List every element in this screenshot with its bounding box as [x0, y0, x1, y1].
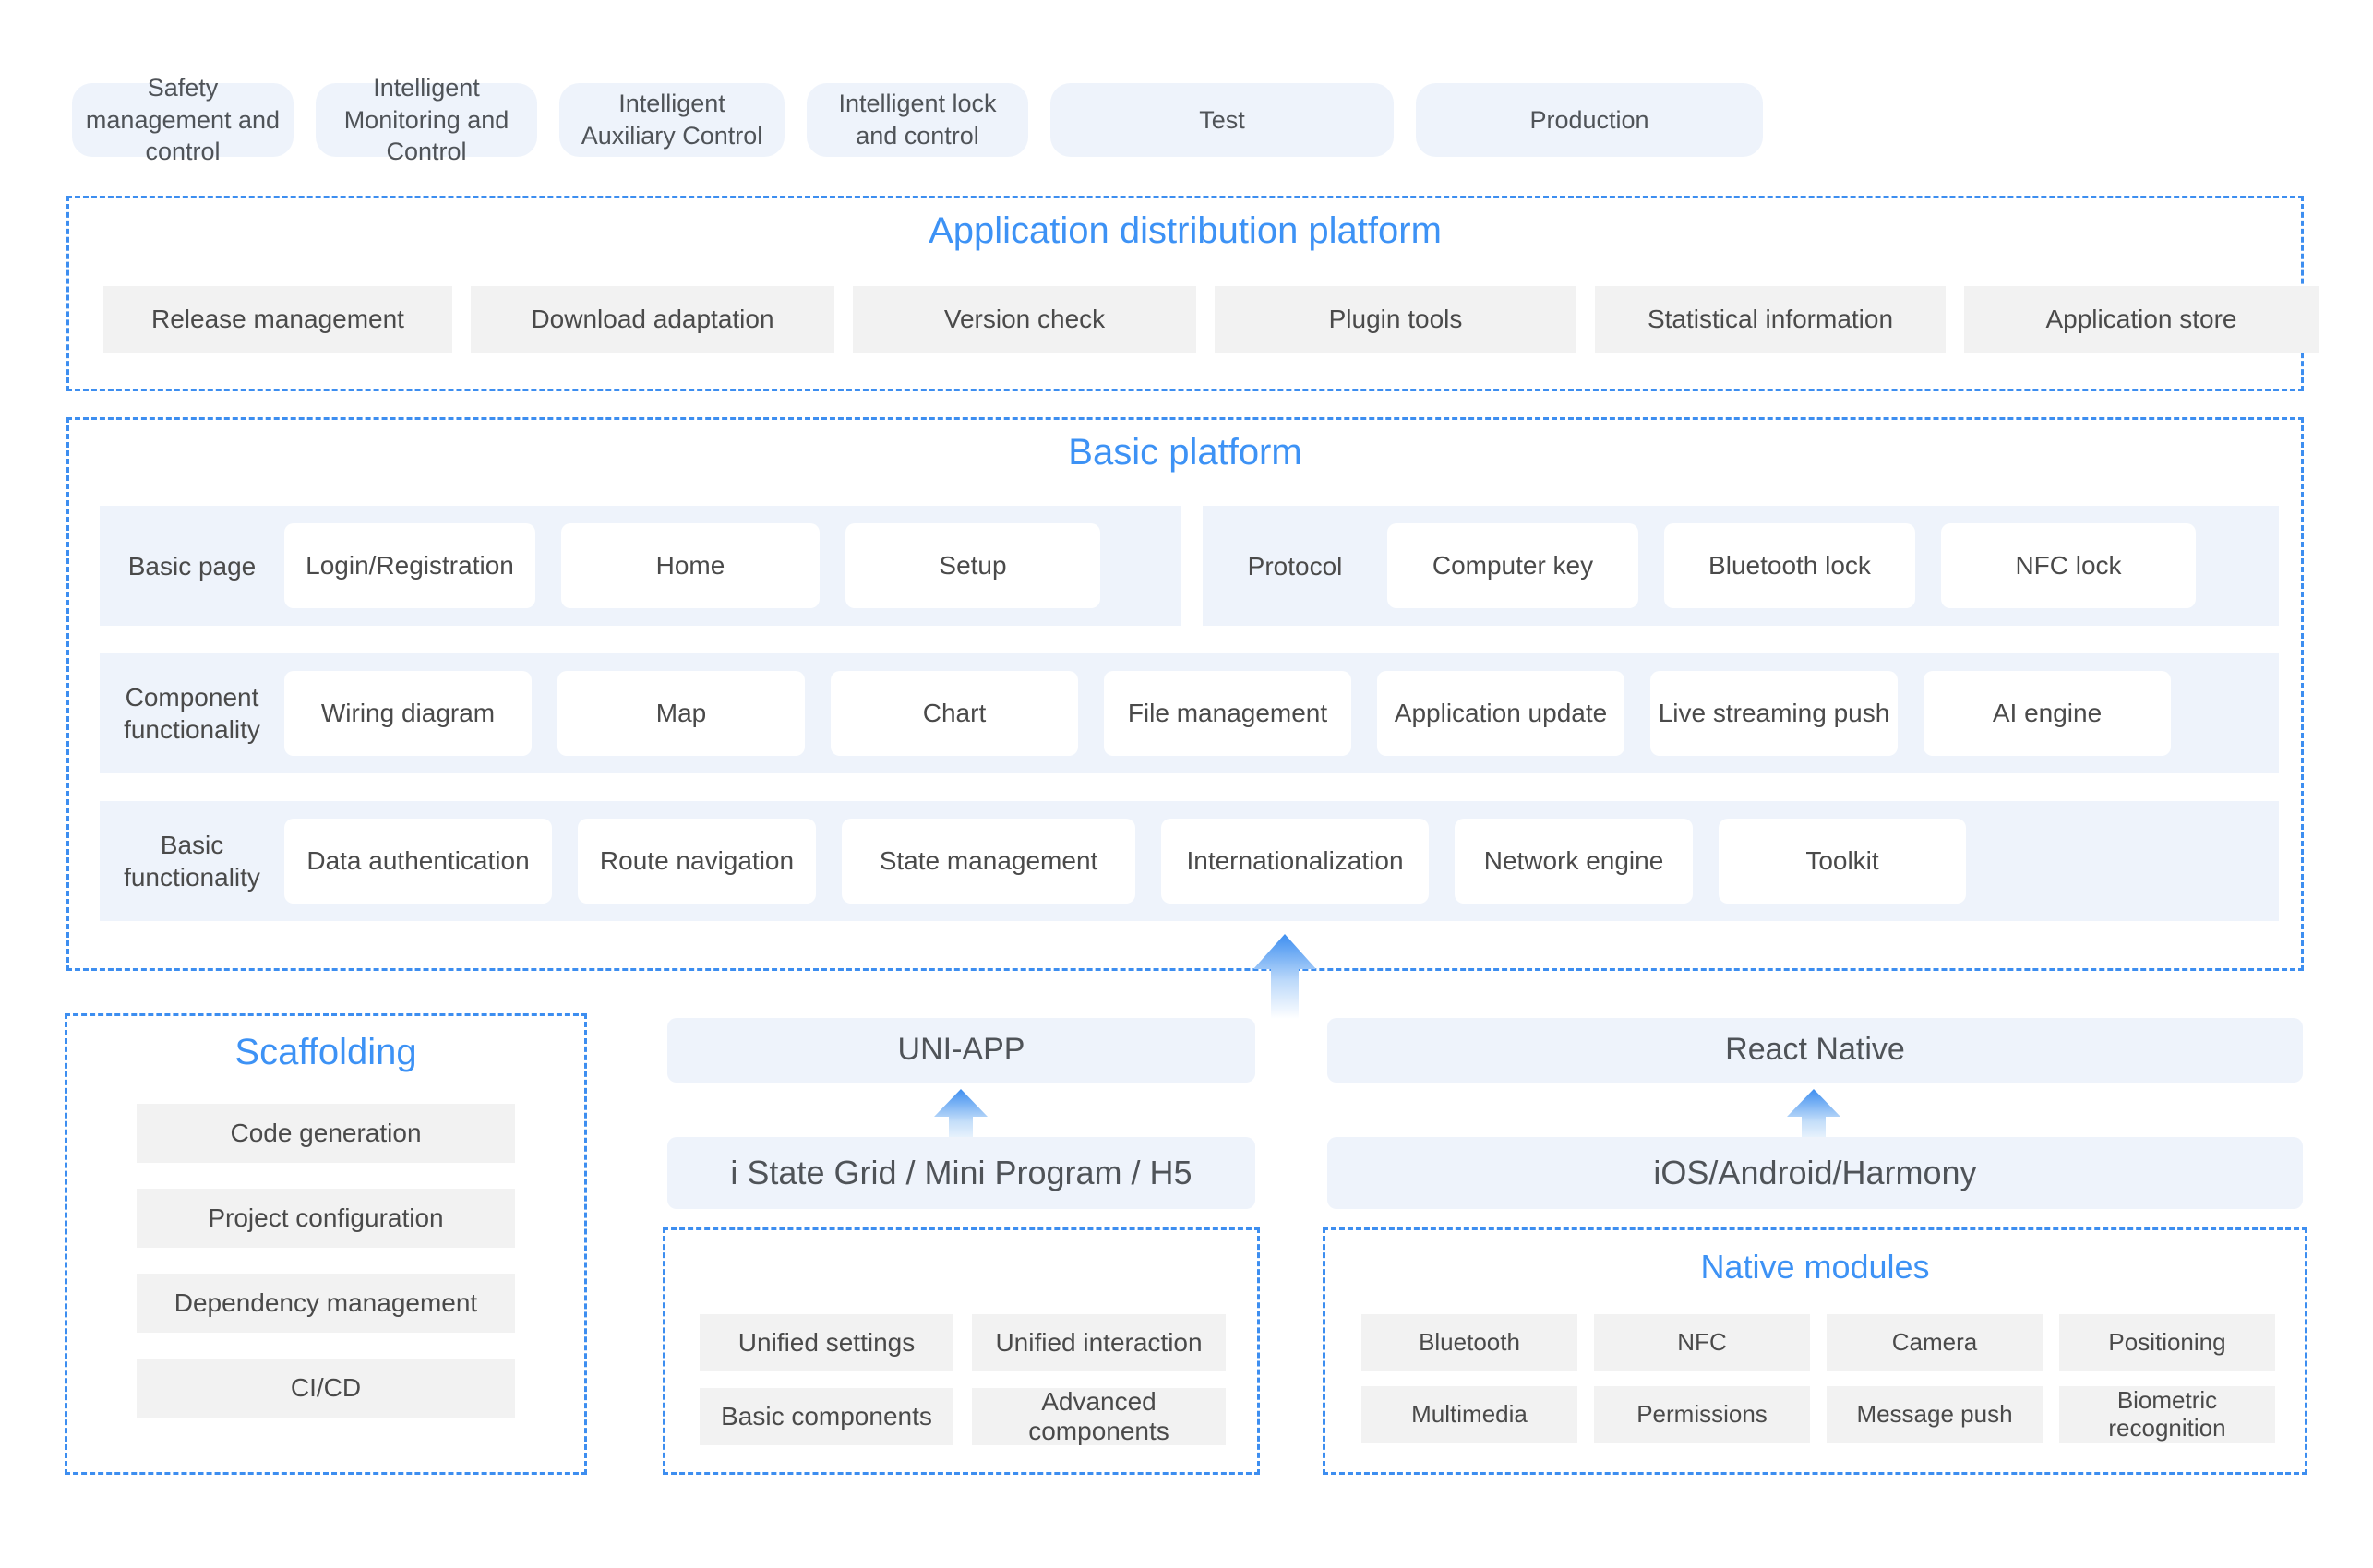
protocol-item-0[interactable]: Computer key: [1387, 523, 1638, 608]
top-application-card-5[interactable]: Production: [1416, 83, 1763, 157]
scaffolding-item-1[interactable]: Project configuration: [137, 1189, 515, 1248]
component-functionality-item-4[interactable]: Application update: [1377, 671, 1624, 756]
uni-app-component-3[interactable]: Advanced components: [972, 1387, 1226, 1445]
basic-functionality-item-4[interactable]: Network engine: [1455, 819, 1693, 904]
uni-app-component-2[interactable]: Basic components: [700, 1388, 953, 1445]
native-module-6[interactable]: Message push: [1827, 1386, 2043, 1443]
scaffolding-container: [65, 1013, 587, 1475]
uni-app-components-container: [663, 1227, 1260, 1475]
up-arrow-icon-basic-platform: [1253, 934, 1316, 1019]
scaffolding-item-2[interactable]: Dependency management: [137, 1274, 515, 1333]
adp-item-2[interactable]: Version check: [853, 286, 1196, 353]
scaffolding-title: Scaffolding: [234, 1032, 417, 1072]
top-application-card-4[interactable]: Test: [1050, 83, 1394, 157]
top-application-card-3[interactable]: Intelligent lock and control: [807, 83, 1028, 157]
native-module-5[interactable]: Permissions: [1594, 1386, 1810, 1443]
adp-item-4[interactable]: Statistical information: [1595, 286, 1946, 353]
basic-platform-row-protocol: Protocol Computer key Bluetooth lock NFC lo…: [1203, 506, 2279, 626]
native-modules-title: Native modules: [1700, 1248, 1930, 1286]
react-native-platforms-card: iOS/Android/Harmony: [1327, 1137, 2303, 1209]
native-module-3[interactable]: Positioning: [2059, 1314, 2275, 1371]
basic-page-item-1[interactable]: Home: [561, 523, 820, 608]
protocol-item-1[interactable]: Bluetooth lock: [1664, 523, 1915, 608]
native-module-0[interactable]: Bluetooth: [1361, 1314, 1577, 1371]
native-module-1[interactable]: NFC: [1594, 1314, 1810, 1371]
component-functionality-item-5[interactable]: Live streaming push: [1650, 671, 1898, 756]
adp-item-0[interactable]: Release management: [103, 286, 452, 353]
basic-platform-row-basic-page: Basic page Login/Registration Home Setup: [100, 506, 1181, 626]
top-application-card-2[interactable]: Intelligent Auxiliary Control: [559, 83, 785, 157]
component-functionality-item-1[interactable]: Map: [557, 671, 805, 756]
uni-app-framework-card: UNI-APP: [667, 1018, 1255, 1083]
application-distribution-platform-items: Release management Download adaptation Ver…: [103, 286, 2337, 353]
basic-functionality-item-5[interactable]: Toolkit: [1719, 819, 1966, 904]
up-arrow-icon-uni-app: [934, 1089, 988, 1148]
up-arrow-icon-react-native: [1787, 1089, 1840, 1148]
component-functionality-item-3[interactable]: File management: [1104, 671, 1351, 756]
basic-platform-title: Basic platform: [1068, 432, 1302, 473]
adp-item-3[interactable]: Plugin tools: [1215, 286, 1576, 353]
adp-item-1[interactable]: Download adaptation: [471, 286, 834, 353]
react-native-framework-card: React Native: [1327, 1018, 2303, 1083]
native-module-4[interactable]: Multimedia: [1361, 1386, 1577, 1443]
basic-functionality-item-1[interactable]: Route navigation: [578, 819, 816, 904]
native-module-7[interactable]: Biometric recognition: [2059, 1386, 2275, 1443]
native-module-2[interactable]: Camera: [1827, 1314, 2043, 1371]
top-application-card-1[interactable]: Intelligent Monitoring and Control: [316, 74, 537, 165]
component-functionality-item-0[interactable]: Wiring diagram: [284, 671, 532, 756]
component-functionality-item-6[interactable]: AI engine: [1924, 671, 2171, 756]
protocol-label: Protocol: [1247, 551, 1343, 581]
protocol-item-2[interactable]: NFC lock: [1941, 523, 2196, 608]
basic-functionality-item-0[interactable]: Data authentication: [284, 819, 552, 904]
scaffolding-item-3[interactable]: CI/CD: [137, 1359, 515, 1418]
application-distribution-platform-title: Application distribution platform: [929, 210, 1442, 251]
basic-functionality-item-3[interactable]: Internationalization: [1161, 819, 1429, 904]
component-functionality-item-2[interactable]: Chart: [831, 671, 1078, 756]
basic-functionality-item-2[interactable]: State management: [842, 819, 1135, 904]
basic-page-item-2[interactable]: Setup: [845, 523, 1100, 608]
basic-platform-container: [66, 417, 2304, 971]
adp-item-5[interactable]: Application store: [1964, 286, 2319, 353]
uni-app-component-0[interactable]: Unified settings: [700, 1314, 953, 1371]
basic-page-item-0[interactable]: Login/Registration: [284, 523, 535, 608]
uni-app-component-1[interactable]: Unified interaction: [972, 1314, 1226, 1371]
native-modules-container: [1323, 1227, 2307, 1475]
scaffolding-item-0[interactable]: Code generation: [137, 1104, 515, 1163]
basic-page-label: Basic page: [127, 551, 257, 581]
top-application-card-0[interactable]: Safety management and control: [72, 74, 294, 165]
uni-app-platforms-card: i State Grid / Mini Program / H5: [667, 1137, 1255, 1209]
